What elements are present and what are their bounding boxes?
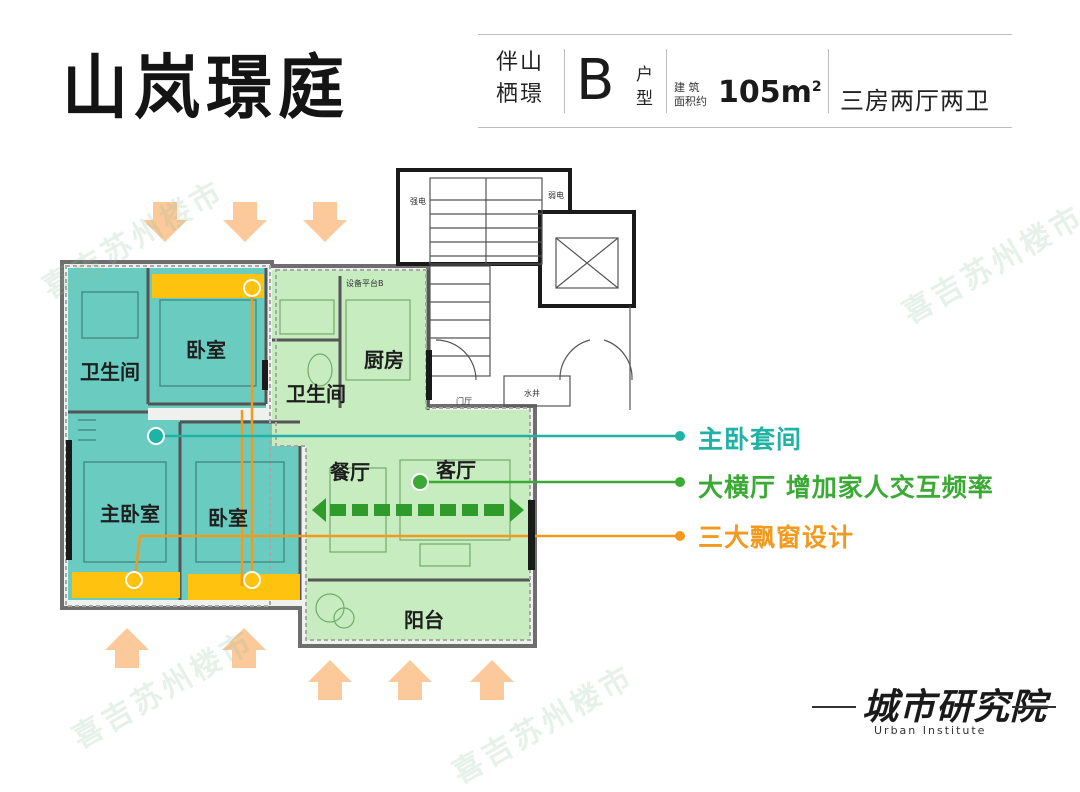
label-door-hall: 门厅 xyxy=(456,397,472,406)
brand-logo: 城市研究院 Urban Institute xyxy=(812,672,1062,742)
area-unit-sup: 2 xyxy=(811,79,822,95)
room-label-bedroom-top: 卧室 xyxy=(186,338,226,362)
legend-dot-living xyxy=(675,477,685,487)
divider xyxy=(564,49,565,113)
legend-dot-master xyxy=(675,431,685,441)
project-name: 伴山 栖璟 xyxy=(496,47,544,111)
label-strong-elec: 强电 xyxy=(410,197,426,206)
floor-plan xyxy=(60,168,685,700)
room-label-master: 主卧室 xyxy=(100,502,160,526)
area-label-2: 面积约 xyxy=(674,95,707,108)
area-value: 105m2 xyxy=(718,75,822,110)
room-label-bedroom-bottom: 卧室 xyxy=(208,506,248,530)
callout-wide-hall: 大横厅 增加家人交互频率 xyxy=(698,473,994,502)
unit-type-label-2: 型 xyxy=(636,89,653,109)
info-bar: 伴山 栖璟 B 户 型 建 筑 面积约 105m2 三房两厅两卫 xyxy=(478,34,1012,128)
brand-rule-right xyxy=(1012,706,1056,708)
unit-type-label: 户 型 xyxy=(636,63,653,111)
legend-dot-windows xyxy=(675,531,685,541)
callout-bay-windows: 三大飘窗设计 xyxy=(698,523,855,552)
project-name-line1: 伴山 xyxy=(496,50,545,75)
divider xyxy=(666,49,667,113)
room-label-living: 客厅 xyxy=(436,458,476,482)
unit-type-letter: B xyxy=(576,48,615,113)
room-label-bathroom-left: 卫生间 xyxy=(80,360,140,384)
area-number: 105 xyxy=(718,75,781,110)
divider xyxy=(828,49,829,113)
page-title: 山岚璟庭 xyxy=(62,47,350,129)
room-label-kitchen: 厨房 xyxy=(364,348,404,372)
callout-master-suite: 主卧套间 xyxy=(698,425,803,454)
project-name-line2: 栖璟 xyxy=(496,82,545,107)
wide-hall-arrow xyxy=(312,498,524,522)
area-label-1: 建 筑 xyxy=(674,81,700,94)
room-label-balcony: 阳台 xyxy=(404,608,444,632)
area-unit: m xyxy=(780,75,812,110)
label-platform: 设备平台B xyxy=(346,279,384,288)
public-zone xyxy=(272,270,530,640)
brand-subtitle: Urban Institute xyxy=(874,724,987,737)
brand-rule-left xyxy=(812,706,856,708)
label-water-well: 水井 xyxy=(524,389,540,398)
label-weak-elec: 弱电 xyxy=(548,191,564,200)
room-label-dining: 餐厅 xyxy=(330,460,370,484)
area-label: 建 筑 面积约 xyxy=(674,81,707,109)
brand-name: 城市研究院 xyxy=(862,686,1048,728)
room-label-bathroom-mid: 卫生间 xyxy=(286,382,346,406)
unit-type-label-1: 户 xyxy=(636,65,653,85)
room-layout: 三房两厅两卫 xyxy=(840,87,990,115)
